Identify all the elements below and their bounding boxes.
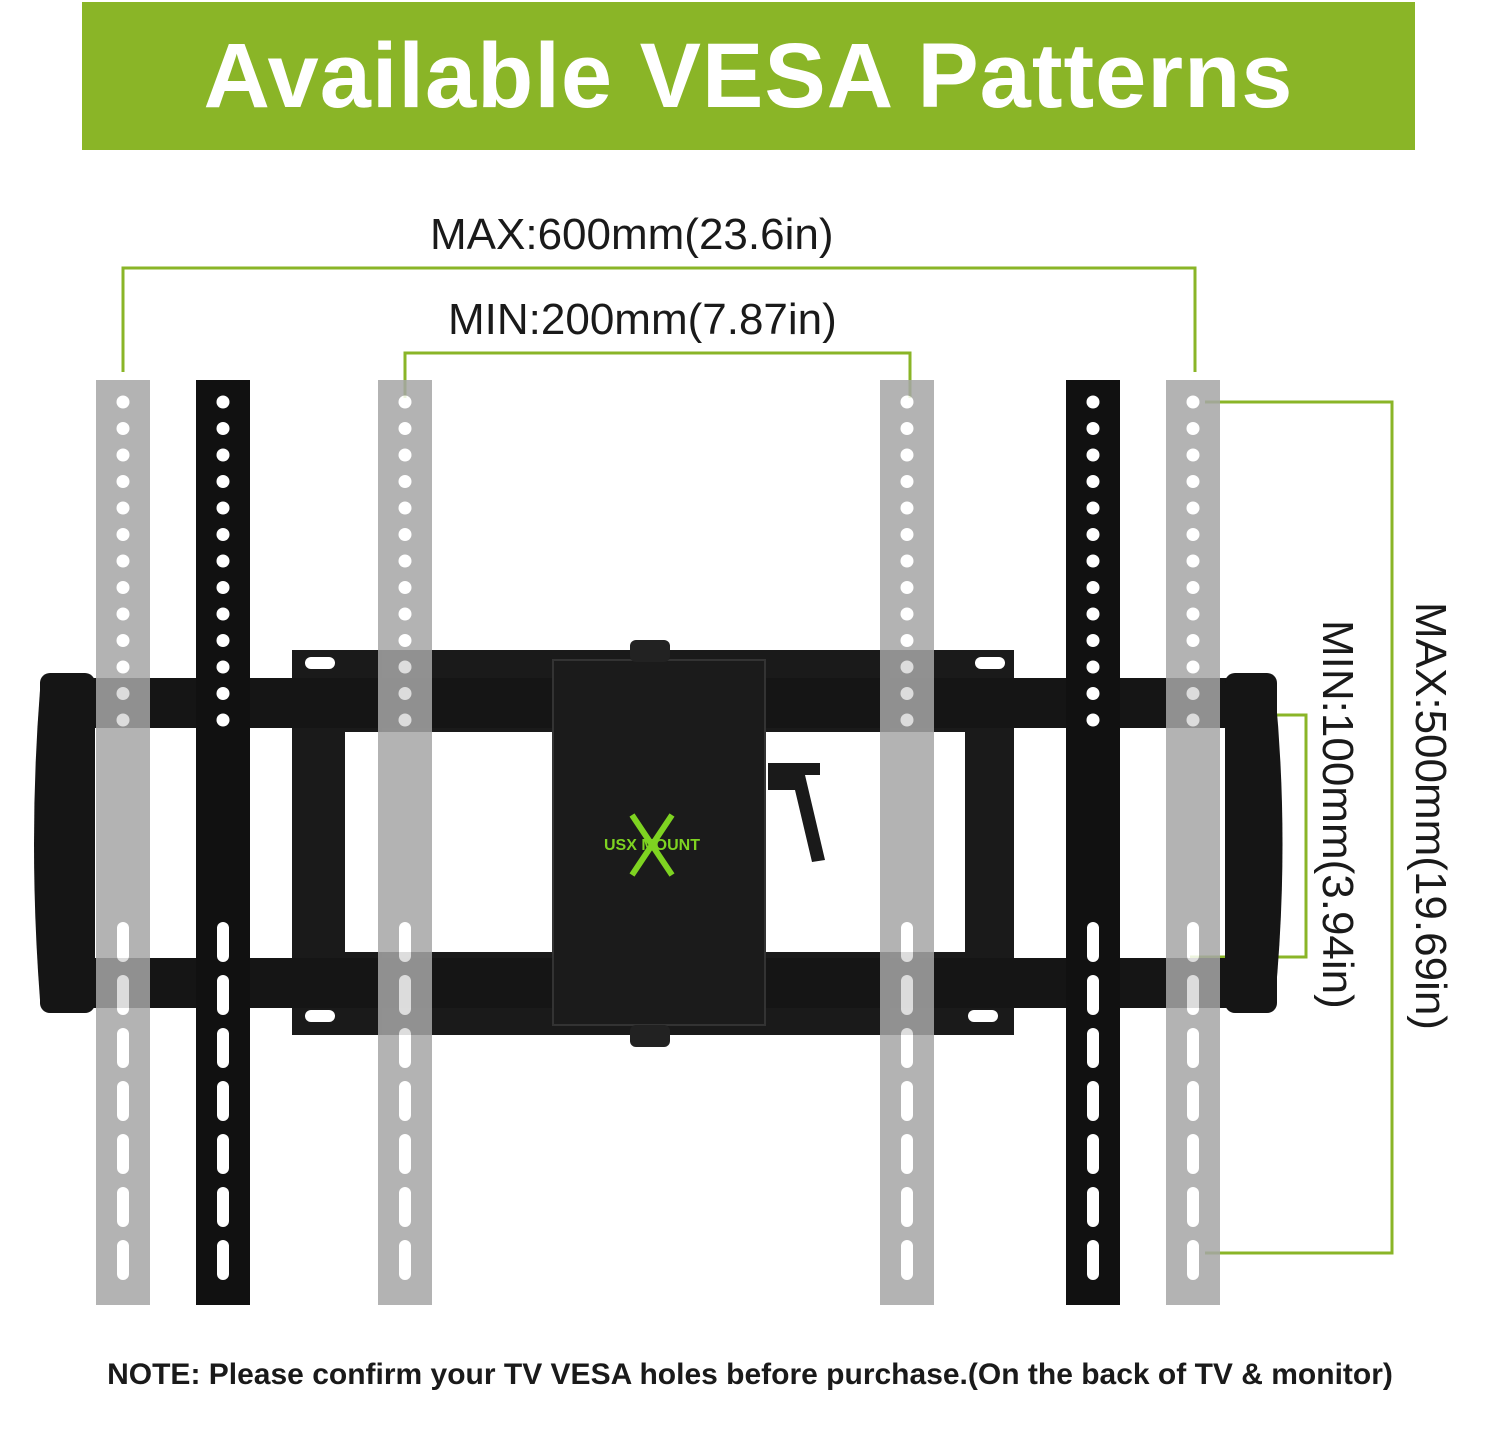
horizontal-rails bbox=[34, 673, 1283, 1013]
gray-arm-2 bbox=[378, 380, 432, 1305]
max-height-label: MAX:500mm(19.69in) bbox=[1406, 602, 1455, 1030]
vertical-arms-gray bbox=[96, 380, 1220, 1305]
title-banner: Available VESA Patterns bbox=[82, 2, 1415, 150]
banner-title: Available VESA Patterns bbox=[203, 24, 1294, 127]
gray-arm-3 bbox=[880, 380, 934, 1305]
black-arm-1 bbox=[196, 380, 250, 1305]
min-height-label: MIN:100mm(3.94in) bbox=[1313, 620, 1362, 1009]
max-width-label: MAX:600mm(23.6in) bbox=[430, 210, 834, 259]
max-width-bracket bbox=[121, 266, 1197, 372]
purchase-note: NOTE: Please confirm your TV VESA holes … bbox=[107, 1358, 1393, 1391]
center-pivot-plate: USX MOUNT bbox=[552, 640, 825, 1047]
gray-arm-1 bbox=[96, 380, 150, 1305]
vertical-arms-black bbox=[196, 380, 1120, 1305]
min-width-label: MIN:200mm(7.87in) bbox=[448, 295, 837, 344]
min-width-bracket bbox=[403, 351, 912, 398]
black-arm-2 bbox=[1066, 380, 1120, 1305]
gray-arm-4 bbox=[1166, 380, 1220, 1305]
max-height-bracket bbox=[1205, 400, 1394, 1255]
